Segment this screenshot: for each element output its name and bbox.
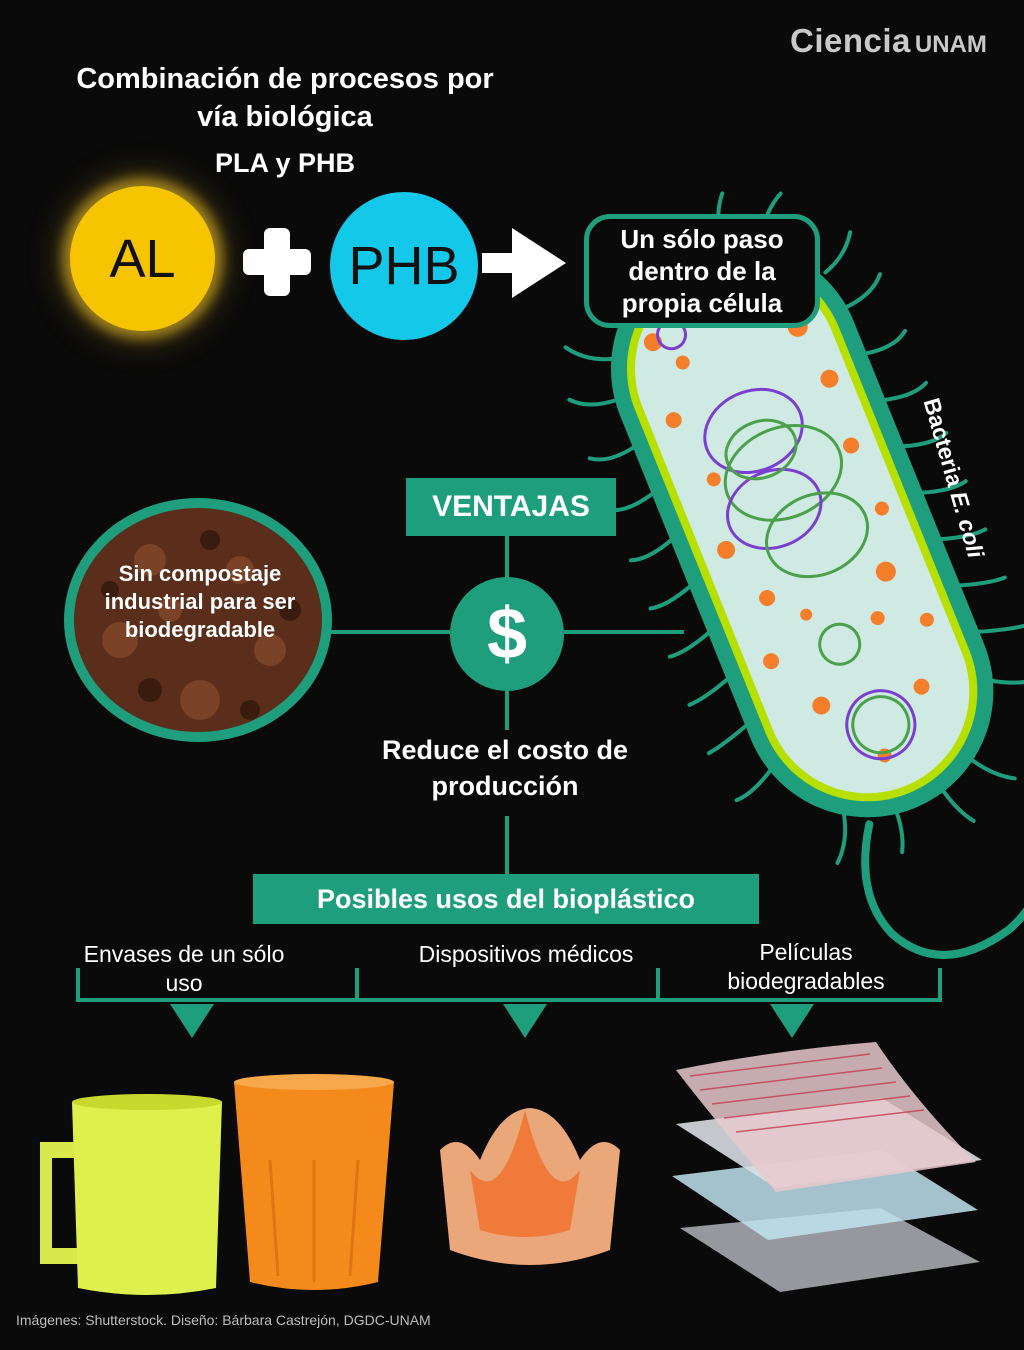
advantage-no-compost: Sin compostaje industrial para ser biode… [104, 561, 296, 642]
down-arrow-icon [503, 1004, 547, 1038]
down-arrow-icon [170, 1004, 214, 1038]
medical-device-illustration [440, 1108, 620, 1265]
use-medical-devices: Dispositivos médicos [418, 941, 634, 967]
page-subtitle: PLA y PHB [214, 148, 356, 178]
uses-title: Posibles usos del bioplástico [253, 874, 759, 924]
use-single-use-containers: Envases de un sólo uso [83, 941, 285, 996]
dollar-symbol: $ [486, 594, 528, 674]
brand-suffix: UNAM [914, 31, 987, 58]
image-credits: Imágenes: Shutterstock. Diseño: Bárbara … [16, 1312, 431, 1328]
biodegradable-films-illustration [672, 1042, 982, 1292]
down-arrow-icon [770, 1004, 814, 1038]
bacteria-ecoli-illustration [563, 191, 1024, 959]
phb-circle: PHB [330, 192, 478, 340]
dollar-icon: $ [450, 577, 564, 691]
page-title: Combinación de procesos por vía biológic… [76, 63, 494, 133]
phb-label: PHB [348, 236, 460, 296]
single-use-cups-illustration [40, 1074, 394, 1295]
one-step-box: Un sólo paso dentro de la propia célula [584, 214, 820, 328]
al-label: AL [109, 228, 176, 289]
one-step-text: Un sólo paso dentro de la propia célula [620, 224, 784, 318]
al-circle: AL [70, 186, 215, 331]
advantage-reduce-cost: Reduce el costo de producción [381, 735, 629, 801]
use-biodegradable-films: Películas biodegradables [727, 939, 885, 994]
compost-illustration [64, 498, 332, 742]
brand-name: Ciencia [790, 22, 911, 59]
arrow-right-icon [482, 228, 566, 298]
advantages-title: VENTAJAS [406, 478, 616, 536]
plus-icon [243, 228, 311, 296]
